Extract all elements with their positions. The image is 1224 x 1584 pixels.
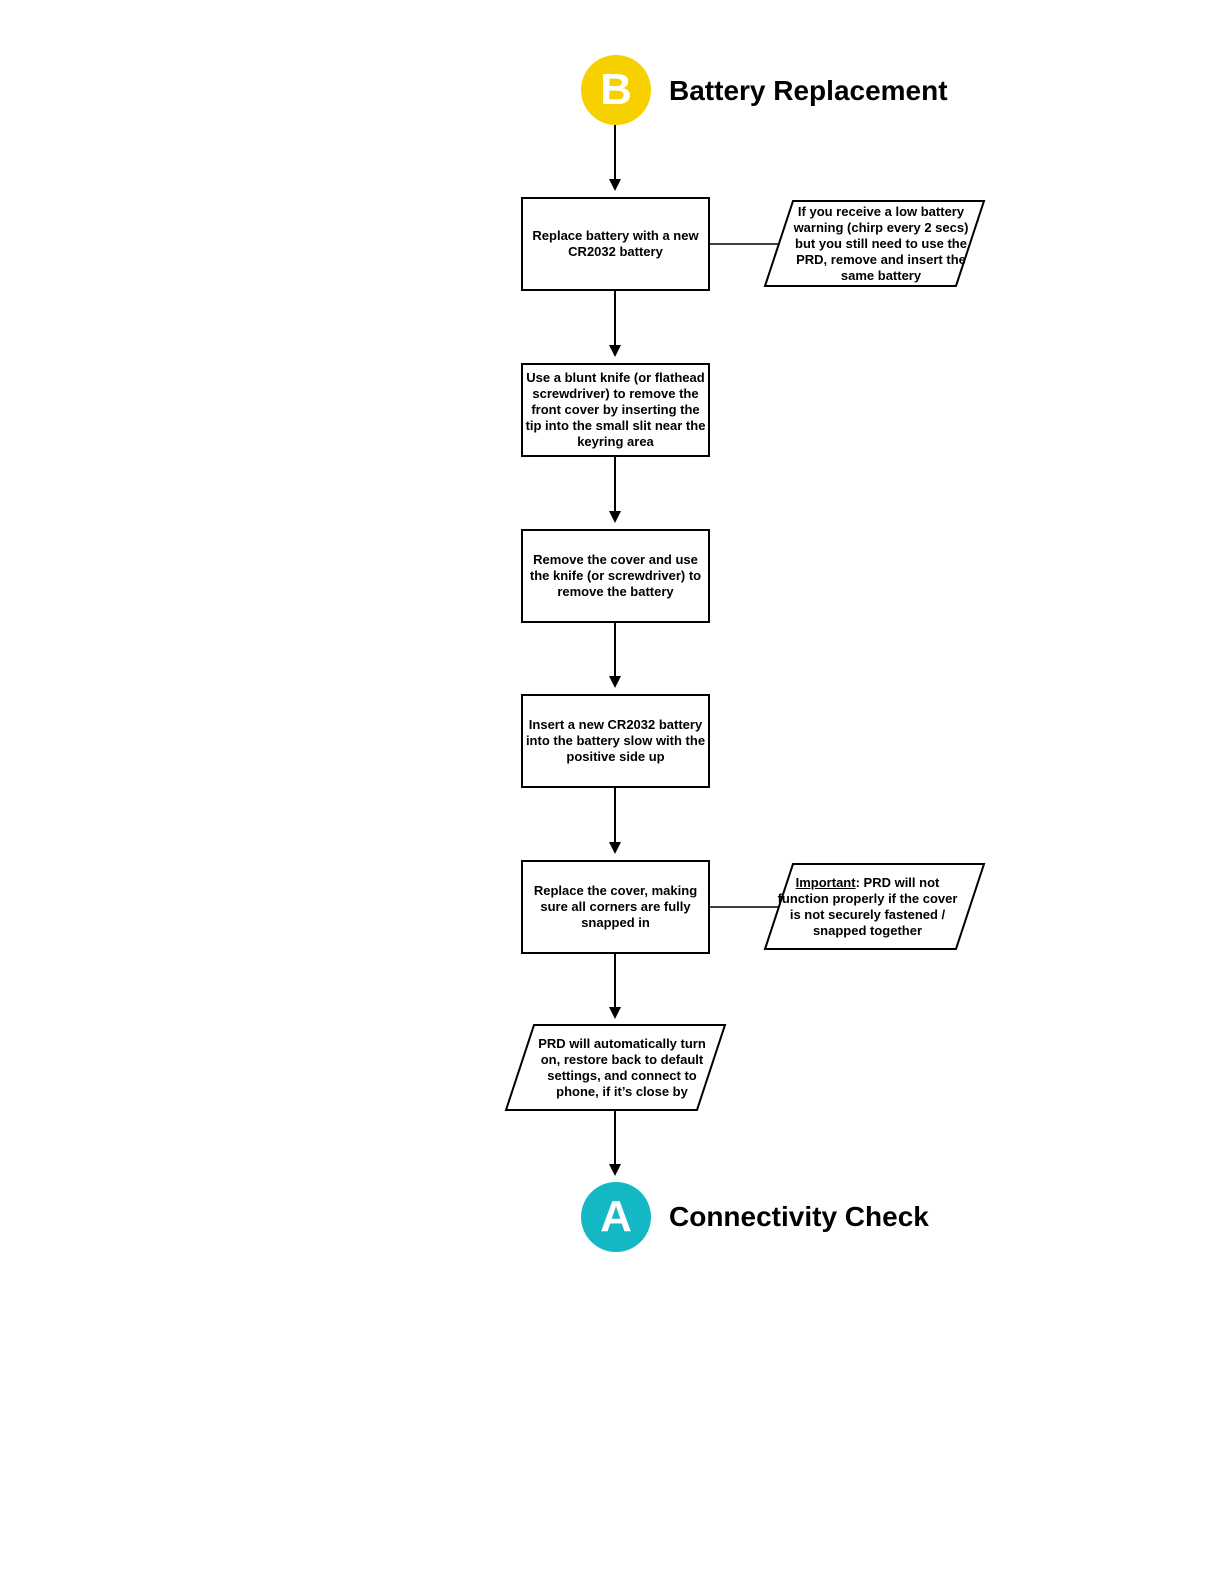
note-low-battery: If you receive a low battery warning (ch… [787,203,975,284]
end-connector-circle: A [581,1182,651,1252]
start-connector-circle: B [581,55,651,125]
final-step-shape [504,1024,727,1111]
note-important-shape [763,863,986,950]
note-important: Important: PRD will not function properl… [775,866,960,947]
step-box-5: Replace the cover, making sure all corne… [521,860,710,954]
step-box-4: Insert a new CR2032 battery into the bat… [521,694,710,788]
start-connector-letter: B [600,65,632,114]
start-connector-title: Battery Replacement [669,75,948,106]
final-step: PRD will automatically turn on, restore … [530,1027,714,1108]
note-important-label: Important [795,874,856,890]
step-box-1: Replace battery with a new CR2032 batter… [521,197,710,291]
end-connector-title: Connectivity Check [669,1201,929,1232]
step-text-2: Use a blunt knife (or flathead screwdriv… [525,370,706,449]
step-box-3: Remove the cover and use the knife (or s… [521,529,710,623]
step-text-1: Replace battery with a new CR2032 batter… [532,228,699,259]
note-important-text: Important: PRD will not function properl… [775,875,960,939]
step-text-3: Remove the cover and use the knife (or s… [529,552,702,599]
step-text-4: Insert a new CR2032 battery into the bat… [525,717,706,764]
final-step-text: PRD will automatically turn on, restore … [538,1035,706,1099]
note-important-body: : PRD will not function properly if the … [777,874,958,938]
note-low-battery-text: If you receive a low battery warning (ch… [793,203,969,283]
note-low-battery-shape [763,200,986,287]
step-box-2: Use a blunt knife (or flathead screwdriv… [521,363,710,457]
end-connector-letter: A [600,1192,632,1241]
step-text-5: Replace the cover, making sure all corne… [533,883,698,930]
